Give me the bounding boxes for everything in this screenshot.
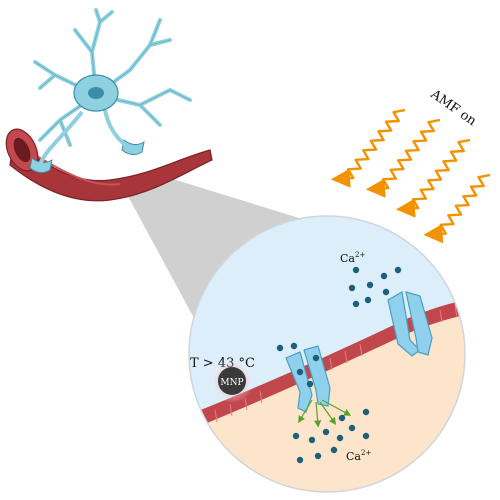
- ion: [322, 428, 330, 436]
- calcium-ions: [276, 266, 402, 464]
- ion: [292, 432, 300, 440]
- ion: [290, 342, 298, 350]
- ion: [330, 446, 338, 454]
- ion: [348, 284, 356, 292]
- ion: [366, 281, 374, 289]
- amf-label: AMF on: [427, 86, 480, 129]
- mnp-label: MNP: [220, 378, 243, 388]
- ion: [276, 344, 284, 352]
- ion-channel-icon: [387, 291, 433, 357]
- ion: [336, 434, 344, 442]
- neuron-icon: [33, 8, 192, 166]
- ion: [362, 432, 370, 440]
- ion: [338, 414, 346, 422]
- ion: [314, 452, 322, 460]
- ion: [308, 436, 316, 444]
- ion: [348, 424, 356, 432]
- blood-vessel-icon: [5, 128, 213, 202]
- ion: [380, 272, 388, 280]
- ion: [364, 296, 372, 304]
- calcium-influx-arrows: [298, 399, 352, 428]
- ion: [394, 266, 402, 274]
- ion: [296, 368, 304, 376]
- ion: [306, 380, 314, 388]
- ion: [312, 354, 320, 362]
- field-wave-icon: [330, 108, 491, 244]
- membrane-zoom-circle: [188, 215, 466, 493]
- ca-label-inside: Ca2+: [346, 449, 371, 463]
- ion: [352, 266, 360, 274]
- ion: [352, 300, 360, 308]
- open-ion-channel-icon: [285, 345, 331, 413]
- ca-label-outside: Ca2+: [340, 251, 365, 265]
- ion: [362, 408, 370, 416]
- cell-membrane: [189, 295, 465, 434]
- zoom-cone: [122, 172, 312, 320]
- ion: [296, 456, 304, 464]
- ion: [382, 288, 390, 296]
- magnetic-nanoparticle-icon: MNP: [210, 359, 254, 403]
